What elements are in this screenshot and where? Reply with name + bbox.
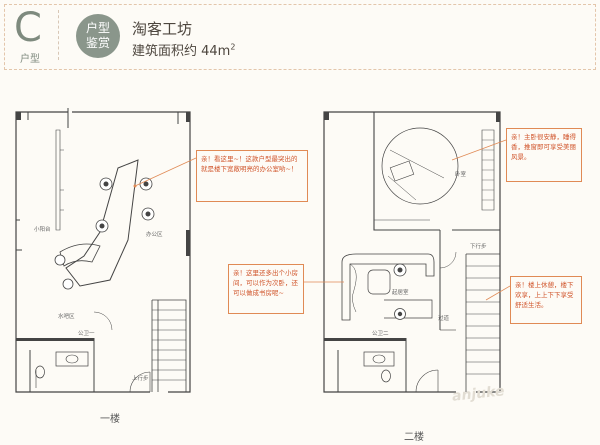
floor-area-unit-sup: 2 — [230, 42, 236, 52]
floor1-wc-wall — [29, 338, 95, 392]
floor1-wall-stub — [186, 230, 190, 256]
room-label-wc1: 公卫一 — [78, 330, 95, 337]
floor2-callout-line-top — [451, 139, 507, 161]
unit-type-label: 户型 — [20, 54, 40, 65]
floor2-door-arc — [415, 369, 439, 393]
plan-name: 淘客工坊 — [132, 20, 193, 38]
floor1-chair-seats — [99, 181, 151, 229]
floor2-sofa — [341, 253, 435, 321]
header-divider — [58, 10, 60, 60]
floor2-callout-note-mid: 亲！这里还多出个小房间，可以作为次卧，还可以做成书房呢~ — [228, 264, 304, 314]
floor1-label: 一楼 — [100, 414, 120, 425]
room-label-stairs-up: 上行步 — [132, 374, 149, 382]
floor1-toilet — [35, 365, 45, 379]
floor2-callout-note-bottom: 亲！楼上休憩，楼下欢享，上上下下享受舒适生活。 — [510, 276, 582, 324]
floor2-wall-stub — [324, 112, 329, 120]
floor2-corridor-wall — [337, 230, 441, 392]
appreciation-badge: 户型 鉴赏 — [76, 14, 120, 58]
floor2-toilet — [381, 369, 391, 383]
floor2-wardrobe — [481, 129, 495, 211]
floor1-wall-stub — [186, 112, 190, 122]
floor-area-value: 建筑面积约 44m — [132, 44, 231, 59]
floor1-wall-detail — [16, 108, 179, 251]
room-label-corridor: 过道 — [438, 314, 450, 322]
floor2-armchair — [389, 160, 415, 182]
room-label-balcony: 小阳台 — [34, 225, 51, 233]
room-label-bedroom: 卧室 — [455, 170, 467, 178]
room-label-wc2: 公卫二 — [372, 330, 389, 337]
floor1-door-arc — [129, 371, 151, 393]
floor-area: 建筑面积约 44m2 — [132, 40, 235, 59]
floor1-sink-cabinet — [55, 351, 89, 367]
chair — [54, 254, 66, 266]
floor2-label: 二楼 — [404, 432, 424, 443]
floor2-wall-stub — [496, 112, 500, 122]
floor1-wall-stub — [16, 338, 94, 341]
badge-line-2: 鉴赏 — [85, 36, 110, 50]
floor1-staircase — [151, 299, 187, 392]
floor2-staircase — [465, 253, 500, 392]
unit-letter: C — [14, 5, 42, 51]
floor1-chairs — [54, 177, 155, 290]
floor1-wall-stub — [16, 112, 21, 120]
floor2-plan — [323, 111, 501, 393]
room-label-bar: 水吧区 — [58, 312, 75, 320]
header-panel — [4, 4, 596, 70]
floor2-callout-note-top: 亲！主卧很安静，睡得香，推窗即可享受美丽风景。 — [506, 128, 582, 182]
floor1-callout-note: 亲！看这里~！这款户型最突出的就是楼下宽敞明亮的办公室哟~！ — [196, 150, 308, 202]
floor1-sink — [65, 354, 79, 364]
floor2-wall-stub — [324, 338, 406, 341]
room-label-stairs-down: 下行步 — [470, 242, 487, 250]
floor1-balcony-window — [55, 129, 61, 231]
floor2-round-bed — [381, 127, 459, 205]
floor2-bedroom-wall — [373, 112, 500, 231]
floor1-plan — [15, 108, 191, 393]
floor1-callout-dot — [133, 184, 137, 188]
badge-line-1: 户型 — [85, 21, 110, 35]
room-label-office: 办公区 — [146, 230, 163, 238]
floor2-sink-cabinet — [363, 351, 395, 367]
chair — [62, 278, 74, 290]
floor1-callout-line — [134, 157, 197, 187]
floor2-sink — [372, 354, 386, 364]
floor2-callout-line-bottom — [485, 285, 511, 301]
room-label-living: 起居室 — [392, 288, 409, 296]
floor2-coffee-table — [367, 269, 391, 295]
floor2-desk — [384, 299, 433, 319]
